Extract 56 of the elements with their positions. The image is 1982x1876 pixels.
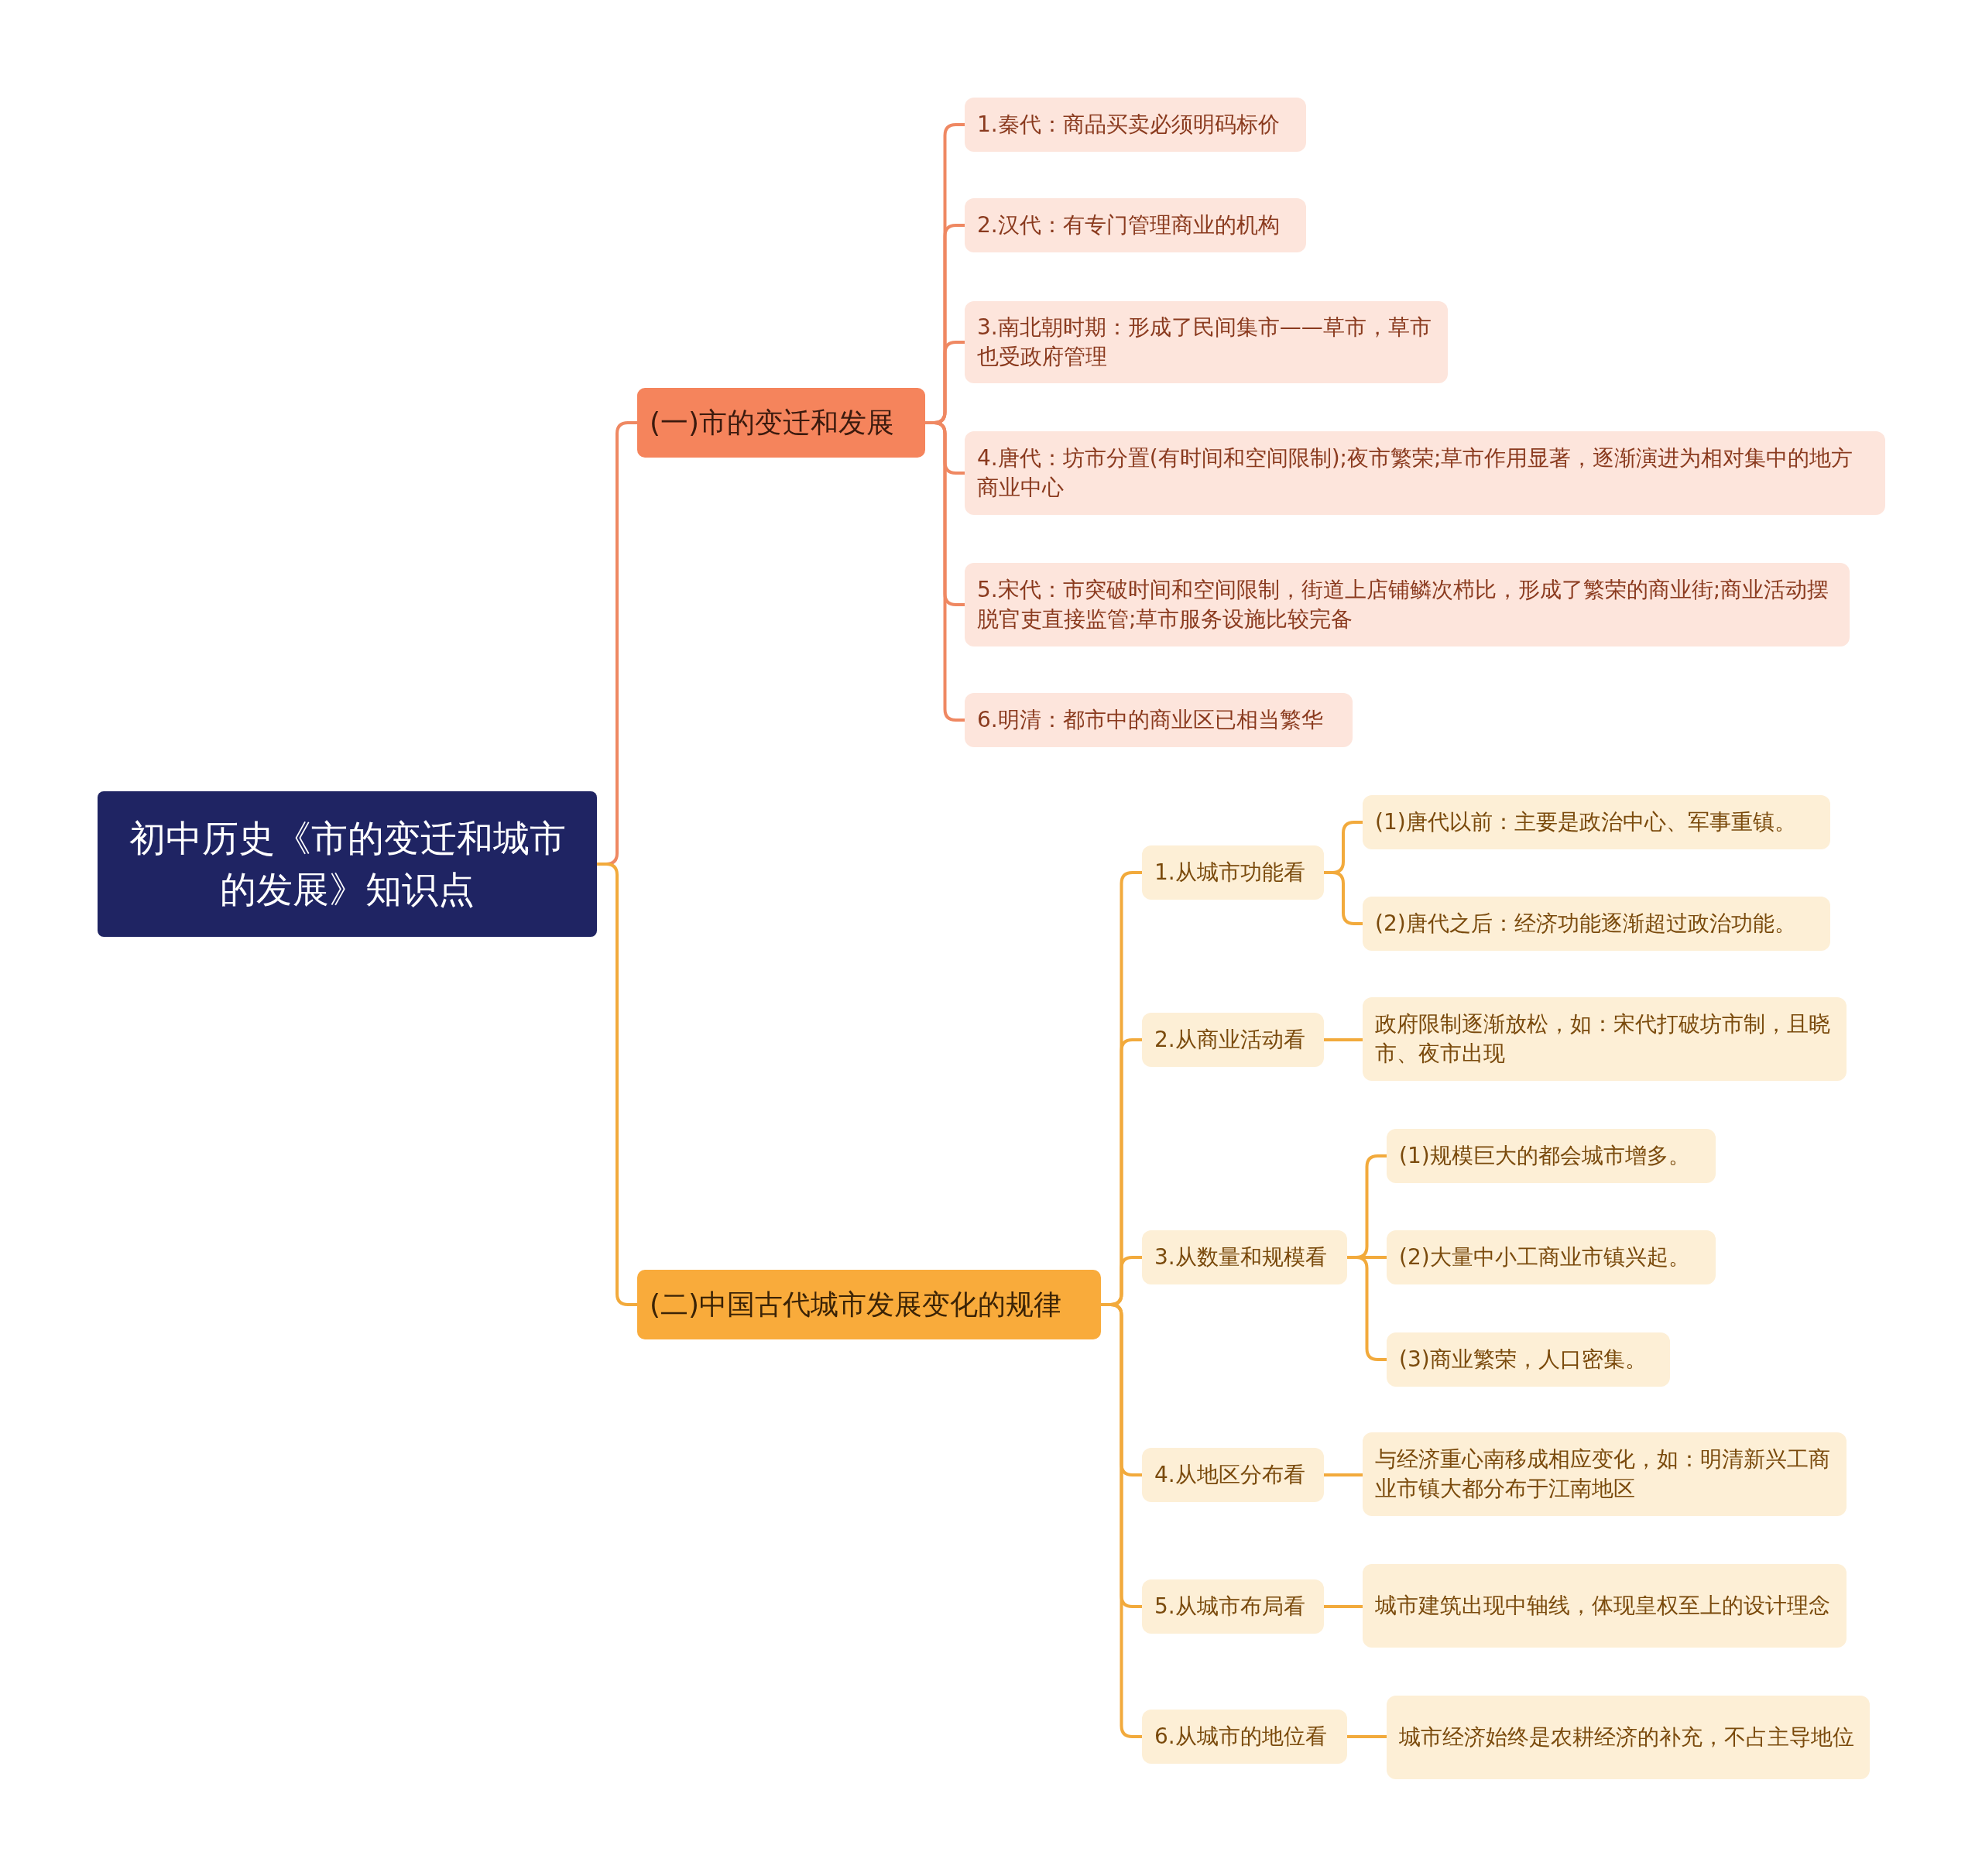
topic-text: 1.从城市功能看 bbox=[1154, 859, 1305, 887]
subtopic-box bbox=[1387, 1230, 1716, 1284]
topic-text: 6.明清：都市中的商业区已相当繁华 bbox=[977, 706, 1323, 735]
branch-topic-box bbox=[637, 388, 925, 458]
topic-text: 4.唐代：坊市分置(有时间和空间限制);夜市繁荣;草市作用显著，逐渐演进为相对集中的地方商业中心 bbox=[977, 444, 1854, 502]
topic-text: 5.从城市布局看 bbox=[1154, 1593, 1305, 1621]
connector-line bbox=[1347, 1735, 1387, 1738]
topic-text: 初中历史《市的变迁和城市的发展》知识点 bbox=[129, 816, 566, 912]
topic-text: 6.从城市的地位看 bbox=[1154, 1723, 1327, 1751]
topic-text: (一)市的变迁和发展 bbox=[650, 405, 895, 440]
connector-line bbox=[597, 863, 637, 1306]
subtopic-box bbox=[1142, 1013, 1324, 1067]
subtopic-box bbox=[965, 431, 1885, 515]
branch-topic-box bbox=[637, 1270, 1101, 1339]
subtopic-box bbox=[1142, 1230, 1347, 1284]
topic-text: 2.汉代：有专门管理商业的机构 bbox=[977, 211, 1280, 240]
subtopic-box bbox=[1387, 1129, 1716, 1183]
subtopic-box bbox=[965, 563, 1850, 646]
topic-text: 3.南北朝时期：形成了民间集市——草市，草市也受政府管理 bbox=[977, 314, 1432, 371]
connector-line bbox=[1324, 1038, 1363, 1041]
topic-text: (2)大量中小工商业市镇兴起。 bbox=[1399, 1243, 1690, 1272]
subtopic-box bbox=[1387, 1332, 1670, 1387]
topic-text: 3.从数量和规模看 bbox=[1154, 1243, 1327, 1272]
subtopic-box bbox=[1142, 845, 1324, 900]
subtopic-box bbox=[965, 198, 1306, 252]
subtopic-box bbox=[1363, 1564, 1847, 1648]
topic-text: 4.从地区分布看 bbox=[1154, 1461, 1305, 1490]
subtopic-box bbox=[1363, 1432, 1847, 1516]
connector-line bbox=[1324, 1473, 1363, 1476]
connector-line bbox=[925, 421, 965, 722]
subtopic-box bbox=[1363, 795, 1830, 849]
subtopic-box bbox=[965, 693, 1353, 747]
topic-text: (2)唐代之后：经济功能逐渐超过政治功能。 bbox=[1375, 910, 1796, 938]
topic-text: 1.秦代：商品买卖必须明码标价 bbox=[977, 111, 1280, 139]
topic-text: 城市经济始终是农耕经济的补充，不占主导地位 bbox=[1399, 1723, 1854, 1752]
topic-text: 2.从商业活动看 bbox=[1154, 1026, 1305, 1055]
topic-text: (3)商业繁荣，人口密集。 bbox=[1399, 1346, 1647, 1374]
topic-text: 政府限制逐渐放松，如：宋代打破坊市制，且晓市、夜市出现 bbox=[1375, 1010, 1831, 1068]
subtopic-box bbox=[1142, 1448, 1324, 1502]
topic-text: (1)唐代以前：主要是政治中心、军事重镇。 bbox=[1375, 808, 1796, 837]
connector-line bbox=[1347, 1256, 1387, 1361]
subtopic-box bbox=[1387, 1696, 1870, 1779]
root-topic-box bbox=[98, 791, 597, 937]
topic-text: 与经济重心南移成相应变化，如：明清新兴工商业市镇大都分布于江南地区 bbox=[1375, 1446, 1831, 1503]
topic-text: (二)中国古代城市发展变化的规律 bbox=[650, 1287, 1062, 1322]
connector-line bbox=[1324, 871, 1363, 925]
connector-line bbox=[1324, 1605, 1363, 1608]
subtopic-box bbox=[1363, 997, 1847, 1081]
topic-text: (1)规模巨大的都会城市增多。 bbox=[1399, 1142, 1690, 1171]
subtopic-box bbox=[1142, 1579, 1324, 1634]
subtopic-box bbox=[1142, 1710, 1347, 1764]
subtopic-box bbox=[965, 301, 1448, 383]
subtopic-box bbox=[1363, 897, 1830, 951]
topic-text: 城市建筑出现中轴线，体现皇权至上的设计理念 bbox=[1375, 1592, 1830, 1620]
topic-text: 5.宋代：市突破时间和空间限制，街道上店铺鳞次栉比，形成了繁荣的商业街;商业活动摆脱官吏直接监管;草市服务设施比较完备 bbox=[977, 576, 1830, 633]
subtopic-box bbox=[965, 98, 1306, 152]
